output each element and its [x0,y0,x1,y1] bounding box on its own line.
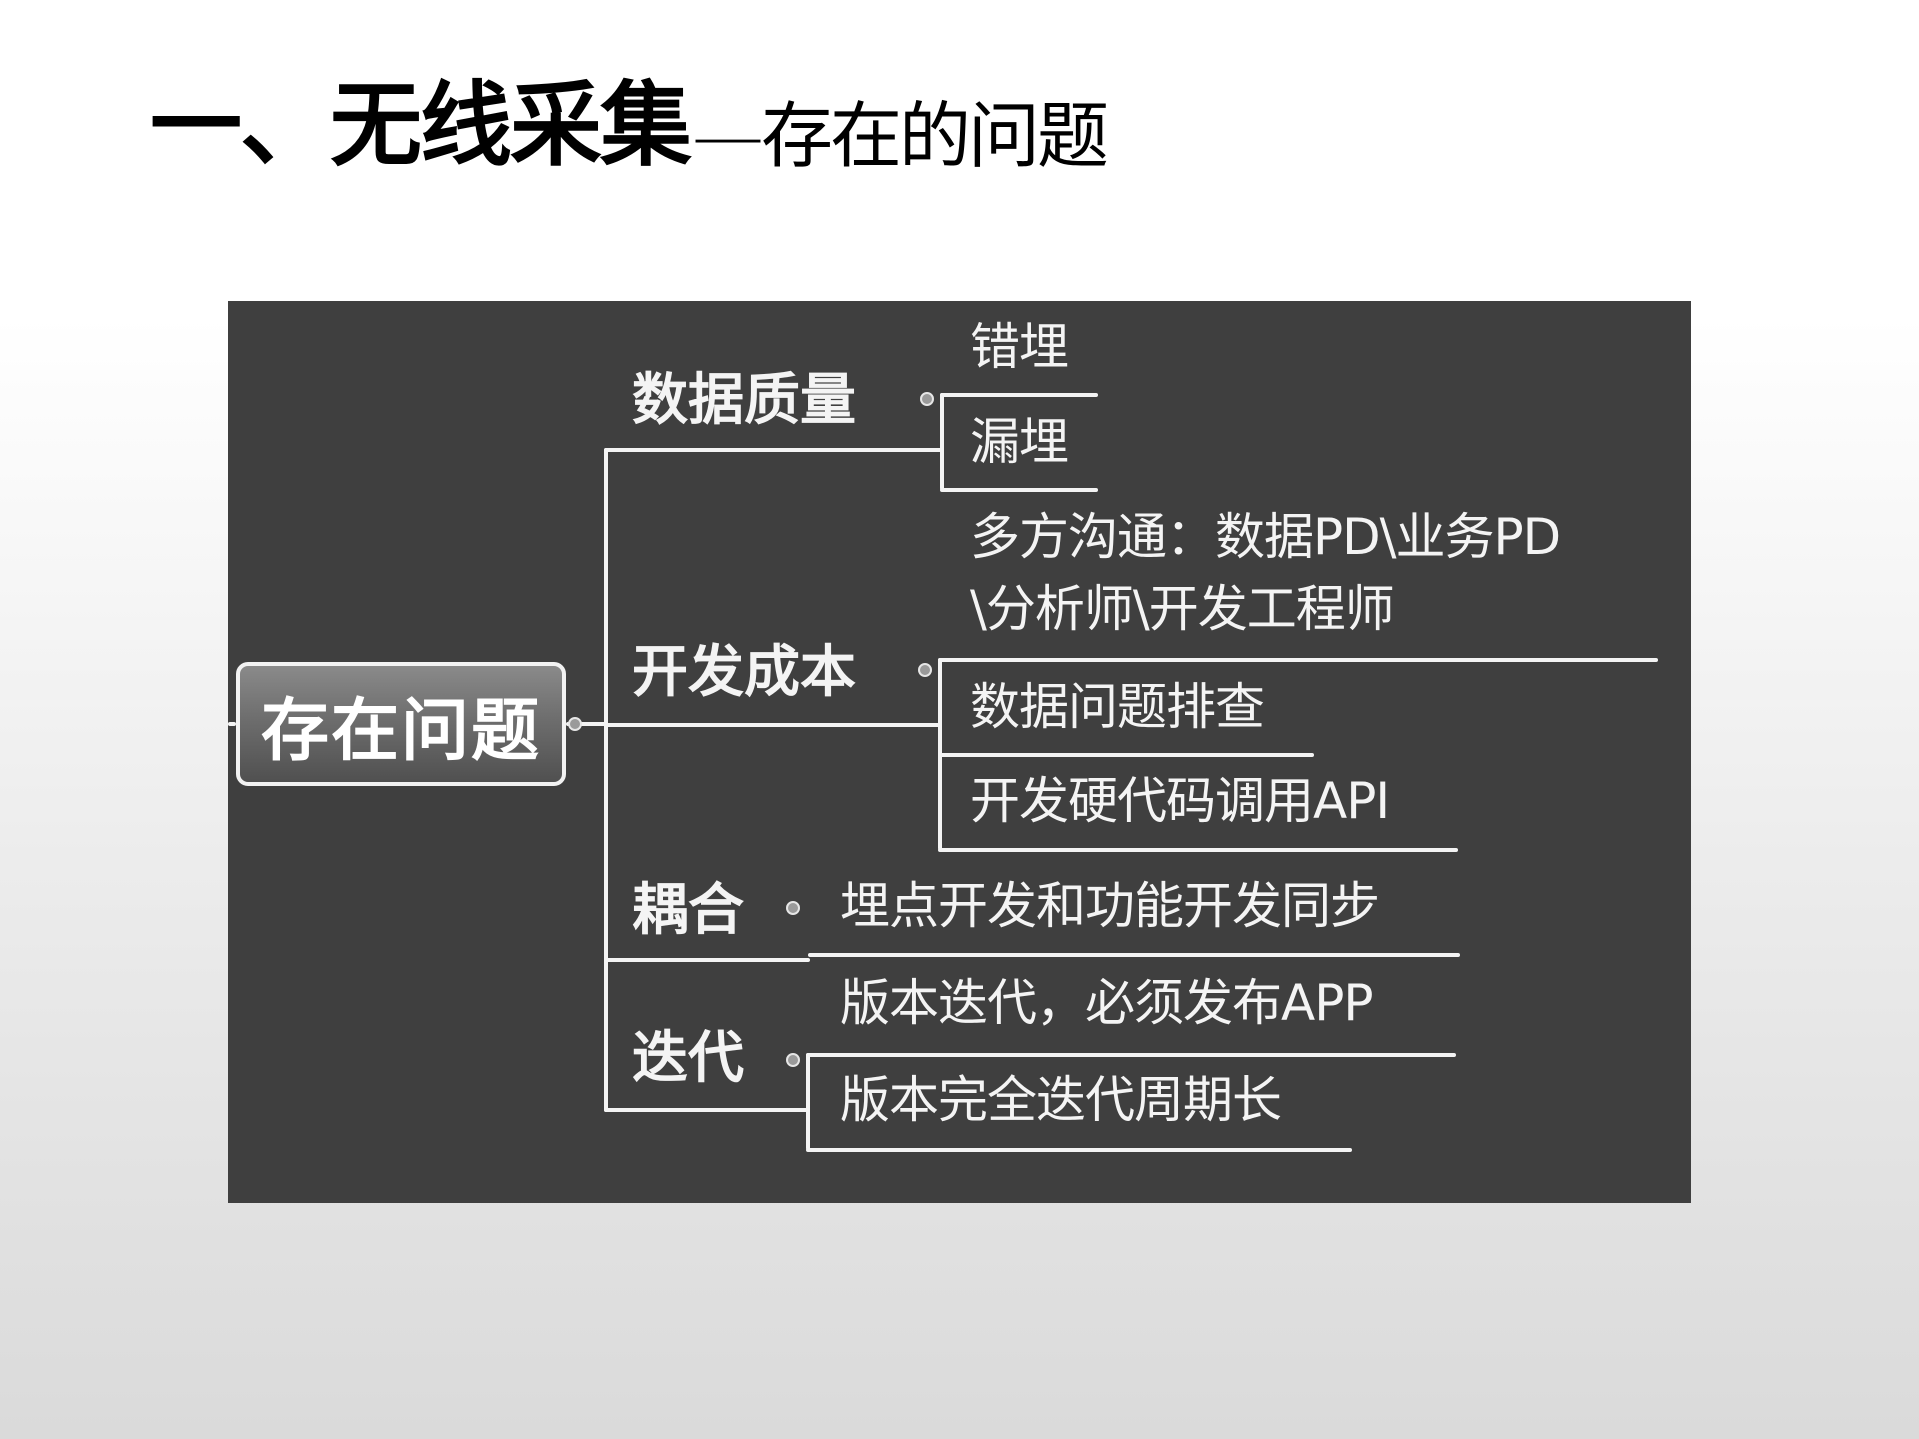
leaf-sync-development[interactable]: 埋点开发和功能开发同步 [840,877,1380,935]
slide-title: 一、无线采集 —存在的问题 [150,62,1109,179]
leaf-hardcoded-api-calls[interactable]: 开发硬代码调用API [970,772,1390,830]
leaf-must-release-app[interactable]: 版本迭代，必须发布APP [840,974,1374,1032]
leaf-missing-tracking-underline [940,488,1098,492]
leaf-data-troubleshooting-underline [938,753,1314,757]
branch-data-quality-underline [604,448,942,452]
leaf-long-iteration-cycle[interactable]: 版本完全迭代周期长 [840,1071,1282,1129]
branch-iteration[interactable]: 迭代 [632,1026,744,1091]
leaf-missing-tracking[interactable]: 漏埋 [970,413,1069,471]
root-connector [566,722,606,726]
main-spine [604,448,608,1112]
branch-dev-cost[interactable]: 开发成本 [632,640,856,705]
root-left-connector [228,722,236,726]
branch-coupling-underline [604,958,810,962]
leaf-long-iteration-cycle-underline [806,1148,1352,1152]
branch-iteration-underline [604,1108,810,1112]
root-node-label: 存在问题 [260,691,541,771]
leaf-hardcoded-api-calls-underline [938,848,1458,852]
leaf-wrong-tracking[interactable]: 错埋 [970,318,1069,376]
leaf-multi-party-communication-underline [938,658,1658,662]
slide-title-sub: —存在的问题 [692,94,1109,178]
branch-data-quality-dot-icon[interactable] [920,392,934,406]
root-node[interactable]: 存在问题 [236,662,566,786]
leaf-data-troubleshooting[interactable]: 数据问题排查 [970,678,1265,736]
leaf-wrong-tracking-underline [940,393,1098,397]
branch-coupling-dot-icon[interactable] [786,901,800,915]
leaf-multi-party-communication-line1[interactable]: 多方沟通：数据PD\业务PD [970,508,1561,566]
slide-title-main: 一、无线采集 [150,72,692,179]
leaf-multi-party-communication-line2[interactable]: \分析师\开发工程师 [970,580,1395,638]
branch-iteration-bracket [806,1053,810,1150]
branch-iteration-dot-icon[interactable] [786,1053,800,1067]
branch-data-quality-bracket [940,393,944,490]
branch-dev-cost-dot-icon[interactable] [918,663,932,677]
mindmap: 存在问题 数据质量 错埋 漏埋 开发成本 多方沟通：数据PD\业务PD \分析师… [228,301,1691,1203]
branch-coupling[interactable]: 耦合 [632,878,744,943]
leaf-sync-development-underline [808,953,1460,957]
root-collapse-dot-icon[interactable] [568,717,582,731]
branch-dev-cost-underline [604,723,940,727]
leaf-must-release-app-underline [806,1053,1456,1057]
branch-data-quality[interactable]: 数据质量 [632,368,856,433]
